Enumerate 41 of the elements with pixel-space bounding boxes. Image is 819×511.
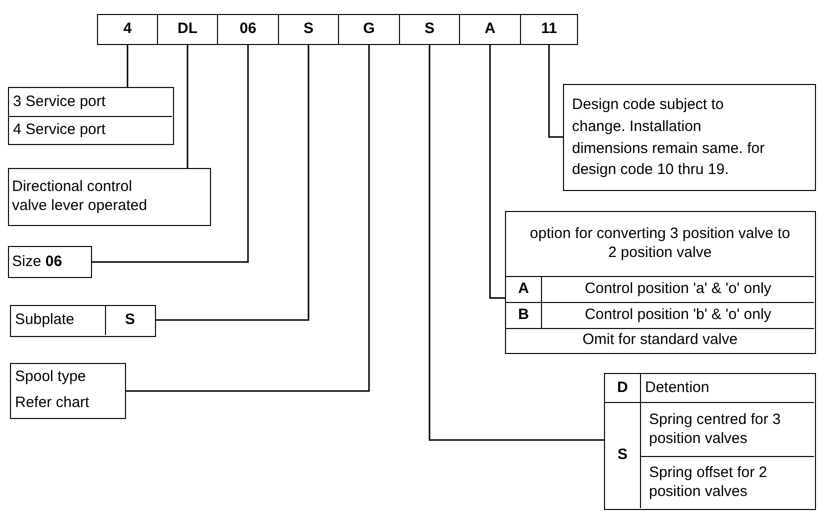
code-letter: S [105,306,154,335]
description-box [10,363,126,419]
leader-line [186,45,188,168]
description-box: Size 06 [8,246,92,278]
option-box [8,87,174,145]
leader-line [428,45,604,441]
option-table [604,373,816,510]
code-letter: B [506,302,541,328]
leader-line [548,45,563,138]
code-letter: D [616,378,629,398]
table-heading: option for converting 3 position valve to 2 position valve [528,224,792,263]
leader-line [126,45,370,392]
option-text: 3 Service port [12,92,107,112]
option-text: Control position 'a' & 'o' only [541,276,814,302]
option-text: Spring offset for 2 position valves [640,456,814,508]
description-text: Spool type [14,366,87,387]
option-text: Omit for standard valve [506,328,814,352]
code-letter: A [506,276,541,302]
code-letter: S [605,402,640,508]
leader-line [126,45,128,87]
leader-line [92,45,249,263]
code-cell: S [399,14,460,45]
option-text: 4 Service port [9,116,172,143]
option-box [10,305,156,337]
option-table [505,211,816,354]
code-cell: G [338,14,400,45]
description-box: Directional control valve lever operated [8,168,211,226]
code-cell: DL [157,14,218,45]
leader-line [489,45,505,299]
code-cell: 4 [97,14,158,45]
code-cell: 11 [520,14,578,45]
code-cell: 06 [217,14,279,45]
option-text: Detention [640,374,814,402]
option-text: Spring centred for 3 position valves [640,402,814,456]
description-text: Refer chart [14,393,90,414]
leader-line [156,45,310,321]
code-cell: S [278,14,339,45]
code-cell: A [459,14,521,45]
option-text: Subplate [14,310,76,330]
option-text: Control position 'b' & 'o' only [541,302,814,328]
note-box: Design code subject to change. Installation dimensions remain same. for design code 10 thru 19. [563,84,816,191]
